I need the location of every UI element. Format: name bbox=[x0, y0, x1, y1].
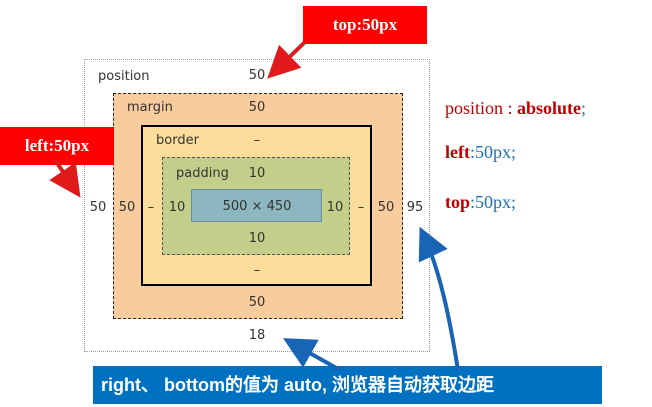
css-top-prop: top bbox=[445, 192, 471, 212]
position-top-value[interactable]: 50 bbox=[248, 68, 266, 83]
top-callout: top:50px bbox=[303, 6, 427, 44]
css-top-value: 50px bbox=[475, 192, 512, 212]
css-left-end: ; bbox=[511, 142, 517, 162]
css-left-value: 50px bbox=[475, 142, 511, 162]
margin-label: margin bbox=[127, 100, 173, 115]
border-label: border bbox=[156, 133, 199, 148]
content-box[interactable] bbox=[191, 189, 322, 222]
css-position-line: position : absolute; bbox=[445, 98, 586, 119]
css-position-sep: : bbox=[503, 98, 518, 118]
padding-bottom-value[interactable]: 10 bbox=[248, 231, 266, 246]
margin-right-value[interactable]: 50 bbox=[377, 200, 395, 215]
css-position-end: ; bbox=[581, 98, 587, 118]
margin-left-value[interactable]: 50 bbox=[118, 200, 136, 215]
position-label: position bbox=[98, 69, 150, 84]
position-right-value[interactable]: 95 bbox=[406, 200, 424, 215]
padding-right-value[interactable]: 10 bbox=[326, 200, 344, 215]
margin-top-value[interactable]: 50 bbox=[248, 100, 266, 115]
css-left-prop: left bbox=[445, 142, 470, 162]
position-bottom-value[interactable]: 18 bbox=[248, 328, 266, 343]
css-left-line: left:50px; bbox=[445, 142, 516, 163]
css-top-end: ; bbox=[511, 192, 517, 212]
padding-left-value[interactable]: 10 bbox=[168, 200, 186, 215]
padding-label: padding bbox=[176, 166, 229, 181]
border-bottom-value[interactable]: – bbox=[253, 263, 261, 278]
left-callout: left:50px bbox=[0, 127, 114, 165]
margin-bottom-value[interactable]: 50 bbox=[248, 295, 266, 310]
top-arrow bbox=[267, 40, 307, 79]
content-size-value: 500 × 450 bbox=[222, 199, 292, 214]
padding-top-value[interactable]: 10 bbox=[248, 166, 266, 181]
css-top-sep: : bbox=[470, 192, 476, 212]
position-left-value[interactable]: 50 bbox=[89, 200, 107, 215]
css-top-line: top:50px; bbox=[445, 192, 516, 213]
bottom-arrow bbox=[283, 338, 341, 372]
css-position-prop: position bbox=[445, 98, 504, 118]
right-arrow bbox=[418, 226, 460, 371]
border-top-value[interactable]: – bbox=[253, 133, 261, 148]
css-position-value: absolute bbox=[517, 98, 582, 118]
border-right-value[interactable]: – bbox=[357, 200, 365, 215]
css-left-sep: : bbox=[469, 142, 475, 162]
border-left-value[interactable]: – bbox=[147, 200, 155, 215]
explanation-banner: right、 bottom的值为 auto, 浏览器自动获取边距 bbox=[93, 366, 602, 404]
left-arrow bbox=[49, 158, 81, 198]
